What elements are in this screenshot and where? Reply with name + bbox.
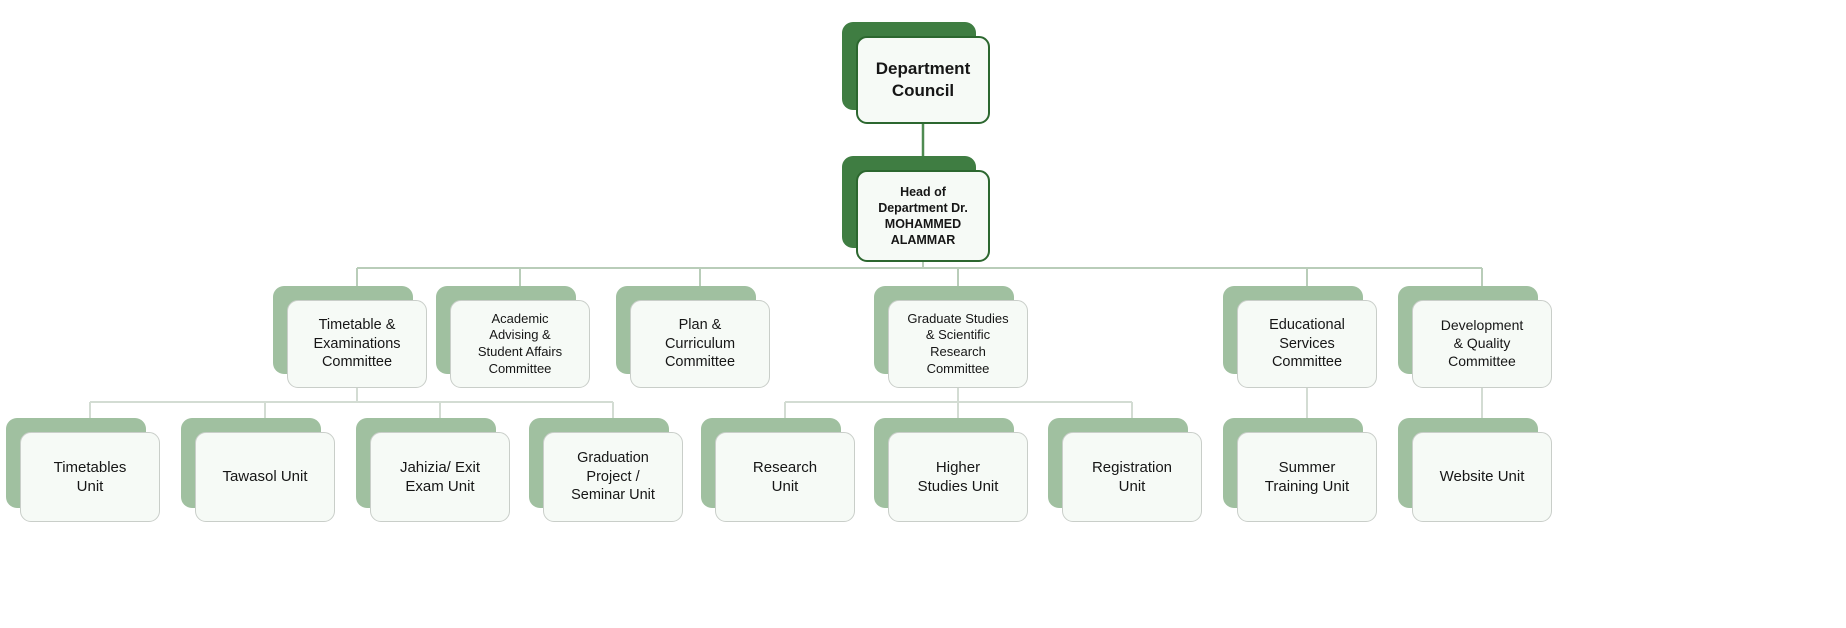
node-card-department-council: Department Council bbox=[856, 36, 990, 124]
node-label: Jahizia/ Exit Exam Unit bbox=[399, 458, 481, 495]
node-label: Graduation Project / Seminar Unit bbox=[571, 450, 655, 504]
node-label: Tawasol Unit bbox=[222, 468, 308, 486]
node-label: Academic Advising & Student Affairs Comm… bbox=[477, 310, 563, 376]
node-label: Development & Quality Committee bbox=[1440, 317, 1524, 369]
node-card-head-of-department: Head of Department Dr. MOHAMMED ALAMMAR bbox=[856, 170, 990, 262]
node-card-tawasol-unit: Tawasol Unit bbox=[195, 432, 335, 522]
node-card-development-quality-committee: Development & Quality Committee bbox=[1412, 300, 1552, 388]
node-card-summer-training-unit: Summer Training Unit bbox=[1237, 432, 1377, 522]
node-label: Head of Department Dr. MOHAMMED ALAMMAR bbox=[878, 185, 968, 247]
node-card-academic-advising-student-affairs-committee: Academic Advising & Student Affairs Comm… bbox=[450, 300, 590, 388]
node-card-timetable-examinations-committee: Timetable & Examinations Committee bbox=[287, 300, 427, 388]
node-label: Educational Services Committee bbox=[1269, 317, 1345, 371]
node-card-graduation-project-seminar-unit: Graduation Project / Seminar Unit bbox=[543, 432, 683, 522]
node-card-jahizia-exit-exam-unit: Jahizia/ Exit Exam Unit bbox=[370, 432, 510, 522]
node-card-higher-studies-unit: Higher Studies Unit bbox=[888, 432, 1028, 522]
node-label: Timetables Unit bbox=[53, 458, 127, 495]
node-label: Registration Unit bbox=[1091, 458, 1173, 495]
node-label: Higher Studies Unit bbox=[917, 458, 999, 495]
node-card-research-unit: Research Unit bbox=[715, 432, 855, 522]
node-card-registration-unit: Registration Unit bbox=[1062, 432, 1202, 522]
node-card-plan-curriculum-committee: Plan & Curriculum Committee bbox=[630, 300, 770, 388]
node-label: Graduate Studies & Scientific Research C… bbox=[907, 310, 1009, 376]
node-label: Summer Training Unit bbox=[1264, 458, 1350, 495]
node-label: Department Council bbox=[875, 59, 971, 100]
node-card-website-unit: Website Unit bbox=[1412, 432, 1552, 522]
node-label: Website Unit bbox=[1439, 468, 1525, 486]
node-card-timetables-unit: Timetables Unit bbox=[20, 432, 160, 522]
node-card-educational-services-committee: Educational Services Committee bbox=[1237, 300, 1377, 388]
node-label: Research Unit bbox=[752, 458, 818, 495]
node-label: Plan & Curriculum Committee bbox=[664, 317, 736, 371]
node-label: Timetable & Examinations Committee bbox=[313, 317, 401, 371]
node-card-graduate-studies-scientific-research-committee: Graduate Studies & Scientific Research C… bbox=[888, 300, 1028, 388]
